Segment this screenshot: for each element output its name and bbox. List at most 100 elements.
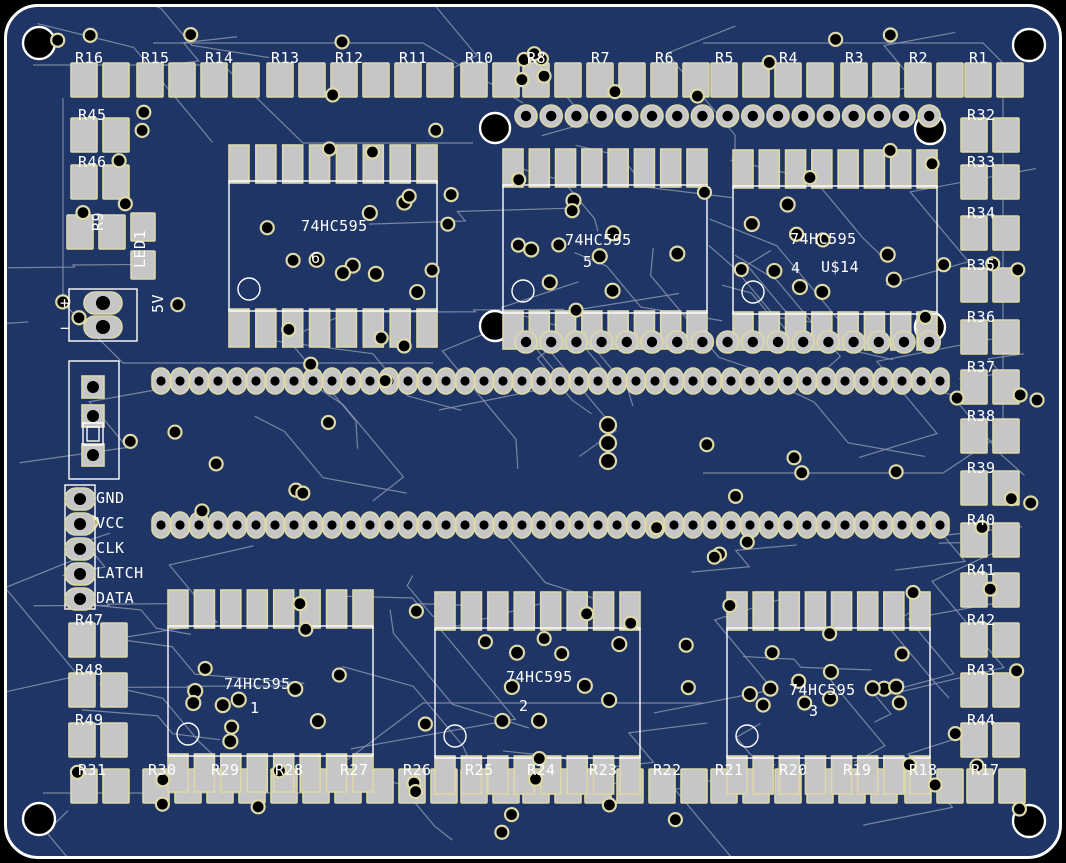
copper-trace: [306, 380, 405, 502]
via: [527, 771, 544, 787]
pin-hole: [251, 376, 261, 386]
via: [531, 750, 547, 767]
via: [408, 783, 424, 800]
via: [373, 330, 389, 346]
ref-r16: R16: [75, 49, 104, 67]
round-pad-hole: [924, 336, 935, 348]
ref-r7: R7: [591, 49, 611, 67]
via: [786, 450, 802, 466]
round-pad-hole: [571, 110, 582, 122]
ref-r19: R19: [843, 761, 872, 779]
ref-r20: R20: [779, 761, 808, 779]
via: [443, 186, 459, 203]
via: [69, 764, 86, 780]
pin-hole: [593, 376, 603, 386]
copper-trace: [43, 702, 703, 794]
ic-2-pad-top-0: [434, 591, 456, 631]
pin-hole: [479, 520, 489, 530]
via-cluster: [598, 433, 618, 453]
ic-1-pad-bot-2: [220, 753, 242, 793]
round-pad-hole: [823, 336, 834, 348]
pin-hole: [707, 520, 717, 530]
pin-hole: [878, 376, 888, 386]
pin-hole: [840, 376, 850, 386]
round-pad-hole: [722, 110, 733, 122]
via: [648, 520, 665, 536]
pin-hole: [517, 376, 527, 386]
via: [623, 615, 639, 631]
ic-1-pad-bot-6: [325, 753, 348, 793]
via: [503, 806, 520, 823]
ic-1-pad-bot-0: [167, 753, 189, 793]
ic-5-pad-top-4: [607, 148, 629, 188]
round-pad-hole: [772, 110, 784, 122]
via: [287, 680, 304, 698]
via: [230, 691, 247, 708]
pin-hole: [327, 376, 337, 386]
pin-hole: [194, 376, 204, 386]
resistor-r33-pad-b: [992, 164, 1020, 200]
round-pad-hole: [823, 110, 834, 122]
via: [514, 72, 530, 88]
round-pad-hole: [546, 336, 557, 348]
round-pad-hole: [646, 110, 658, 122]
ref-r14: R14: [205, 49, 234, 67]
copper-trace: [653, 596, 790, 714]
resistor-r33-pad-a: [960, 164, 988, 200]
via: [1023, 495, 1039, 511]
ref-r30: R30: [148, 761, 177, 779]
resistor-r48-pad-a: [68, 672, 96, 708]
ref-r25: R25: [465, 761, 494, 779]
resistor-r2-pad-a: [904, 62, 932, 98]
ic-1-pad-bot-7: [352, 753, 374, 793]
ic-4-pad-top-1: [758, 149, 781, 189]
ref-r47: R47: [75, 611, 104, 629]
via: [1012, 387, 1028, 403]
pin-hole: [726, 520, 736, 530]
ref-r23: R23: [589, 761, 618, 779]
resistor-r45-pad-b: [102, 117, 130, 153]
ic-4-pin1-marker: [741, 280, 765, 304]
signal-hole-data: [74, 593, 86, 605]
via: [285, 252, 301, 268]
pin-hole: [897, 376, 907, 386]
via: [927, 777, 943, 793]
via: [601, 797, 617, 813]
pin-hole: [574, 520, 584, 530]
via: [611, 635, 628, 653]
pin-hole: [916, 520, 926, 530]
resistor-r32-pad-b: [992, 117, 1020, 153]
resistor-r13-pad-a: [266, 62, 294, 98]
via: [508, 644, 526, 661]
ref-r1: R1: [969, 49, 989, 67]
pin-hole: [726, 376, 736, 386]
resistor-r48-pad-b: [100, 672, 128, 708]
via: [494, 824, 510, 840]
pin-hole: [859, 376, 869, 386]
pin-hole: [346, 520, 356, 530]
ref-r36: R36: [967, 308, 996, 326]
resistor-r3-pad-b: [872, 62, 900, 98]
via: [591, 248, 608, 265]
ic-4-pad-top-6: [889, 149, 912, 189]
via: [879, 246, 896, 263]
copper-trace: [81, 709, 220, 741]
ic-2-pad-bot-1: [460, 755, 483, 795]
via: [155, 772, 171, 788]
ic-3-pad-bot-2: [778, 755, 801, 795]
pin-hole: [441, 376, 451, 386]
copper-trace: [649, 248, 800, 386]
pin-hole: [498, 520, 508, 530]
pin-hole: [593, 520, 603, 530]
via: [755, 697, 771, 713]
pin-hole: [916, 376, 926, 386]
resistor-r15-pad-a: [136, 62, 164, 98]
ref-r35: R35: [967, 256, 996, 274]
round-pad-hole: [848, 336, 859, 348]
via: [891, 695, 907, 711]
ref-r5: R5: [715, 49, 735, 67]
ic-label-1-part: 74HC595: [224, 675, 291, 693]
pin-hole: [783, 376, 793, 386]
